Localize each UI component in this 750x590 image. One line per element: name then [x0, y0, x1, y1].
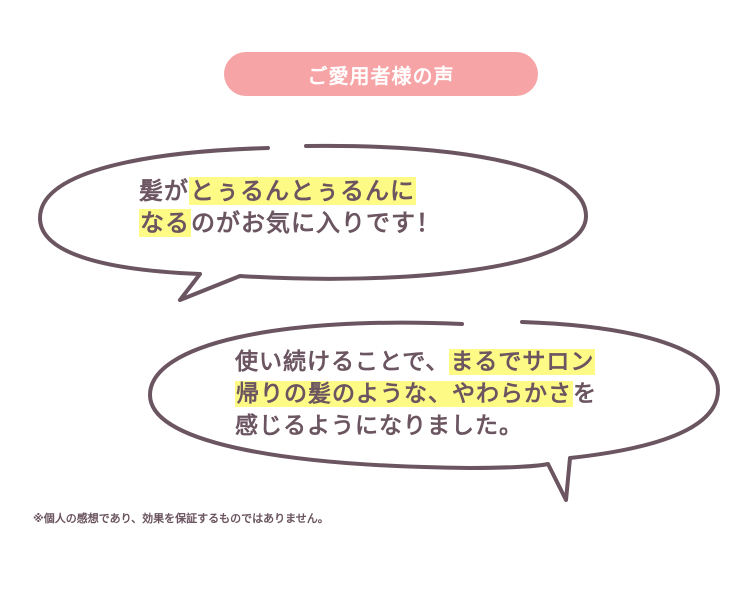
- quote-text: 感じるようになりました。: [235, 413, 523, 439]
- highlighted-text: 帰りの髪のような、やわらかさ: [235, 381, 573, 407]
- testimonial-quote-1: 髪がとぅるんとぅるんになるのがお気に入りです！: [139, 175, 441, 239]
- quote-text: 髪が: [139, 177, 189, 205]
- quote-line: 髪がとぅるんとぅるんに: [139, 175, 441, 207]
- highlighted-text: なる: [139, 209, 191, 237]
- quote-text: を: [573, 381, 597, 407]
- section-title-pill: ご愛用者様の声: [224, 52, 538, 96]
- quote-line: 帰りの髪のような、やわらかさを: [235, 378, 597, 410]
- speech-bubble-1-outline: [38, 143, 588, 302]
- quote-text: 使い続けることで、: [235, 349, 450, 375]
- testimonial-quote-2: 使い続けることで、まるでサロン帰りの髪のような、やわらかさを感じるようになりまし…: [235, 346, 597, 442]
- quote-text: のがお気に入りです！: [191, 209, 441, 237]
- highlighted-text: まるでサロン: [449, 349, 596, 375]
- disclaimer-note: ※個人の感想であり、効果を保証するものではありません。: [33, 512, 329, 525]
- quote-line: 感じるようになりました。: [235, 410, 597, 442]
- highlighted-text: とぅるんとぅるんに: [189, 177, 416, 205]
- section-title: ご愛用者様の声: [307, 63, 455, 88]
- quote-line: なるのがお気に入りです！: [139, 207, 441, 239]
- quote-line: 使い続けることで、まるでサロン: [235, 346, 597, 378]
- speech-bubble-2-outline: [148, 320, 720, 502]
